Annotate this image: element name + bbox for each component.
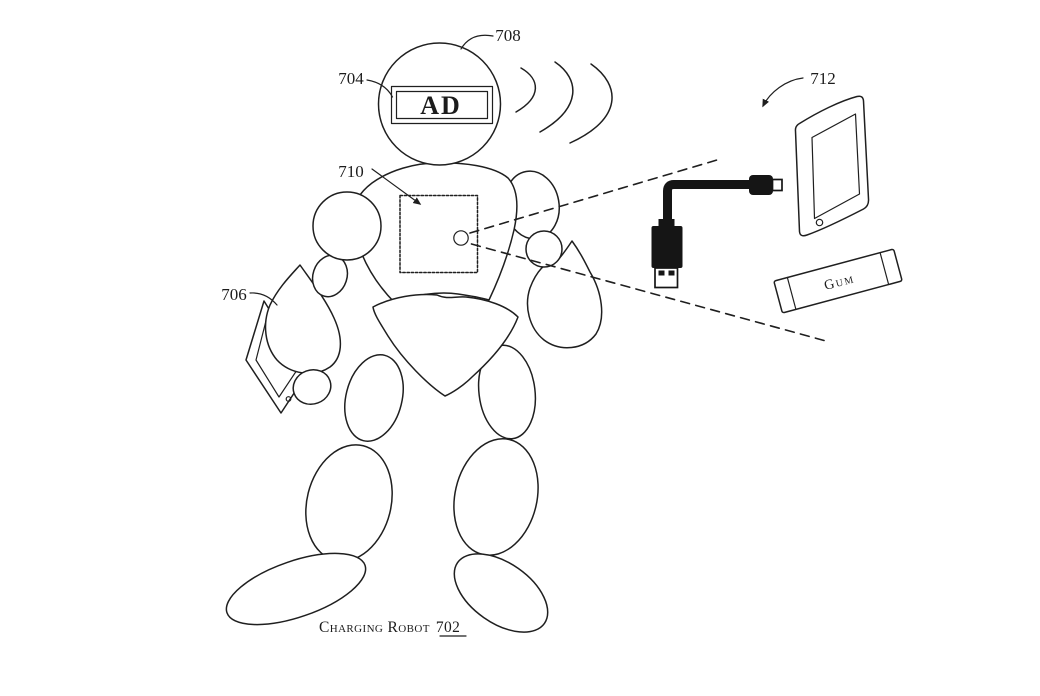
gum-pack-right-cap: [879, 252, 890, 286]
held-device-button: [285, 396, 292, 402]
figure-caption-title: Charging Robot: [319, 619, 430, 636]
micro-usb-tip: [771, 178, 783, 192]
ad-display-text: AD: [420, 91, 462, 120]
usb-a-contact-left: [658, 270, 665, 276]
micro-usb-connector-body: [749, 175, 773, 195]
magnifier-line-upper: [469, 159, 718, 234]
robot-left-foot: [225, 552, 367, 626]
ref-label-710: 710: [338, 162, 364, 181]
robot-right-wrist: [525, 230, 563, 268]
sound-wave-small: [515, 67, 537, 113]
robot-right-foot: [453, 553, 549, 633]
sound-wave-medium: [539, 61, 574, 133]
figure-caption: Charging Robot 702: [319, 619, 467, 637]
ref-label-704: 704: [338, 69, 364, 88]
figure-caption-text: Charging Robot 702: [319, 619, 460, 636]
usb-a-connector-body: [651, 226, 683, 268]
usb-a-contact-right: [668, 270, 675, 276]
charging-port: [453, 230, 469, 246]
robot-right-shin: [453, 438, 539, 556]
sound-wave-large: [569, 63, 613, 144]
ref-label-708: 708: [495, 26, 521, 45]
sound-waves: [515, 61, 613, 144]
mobile-device: [794, 95, 870, 237]
charging-panel: [399, 194, 479, 274]
leader-line-704: [366, 79, 394, 98]
ad-display-outer-frame: [390, 85, 494, 125]
leader-line-708: [460, 34, 494, 50]
usb-a-strain-relief: [658, 219, 675, 228]
reference-labels: 704 708 710 706 712: [221, 26, 836, 306]
ref-label-706: 706: [221, 285, 247, 304]
robot-left-thumb: [292, 369, 332, 405]
ad-display-inner-frame: [395, 90, 489, 120]
gum-pack: Gum: [773, 248, 903, 314]
gum-pack-left-cap: [786, 276, 797, 310]
usb-cable-cord: [663, 180, 750, 230]
leader-arrow-710: [371, 168, 422, 205]
gum-pack-body: [773, 248, 903, 314]
robot-left-shin: [305, 444, 393, 562]
leader-line-706: [249, 292, 278, 306]
mobile-device-home-button: [815, 218, 824, 227]
ref-label-712: 712: [810, 69, 836, 88]
leader-arrow-712: [762, 77, 804, 108]
mobile-device-screen: [811, 113, 861, 220]
robot-left-thigh: [344, 354, 404, 442]
magnifier-dashed-lines: [469, 159, 827, 342]
robot-left-shoulder: [312, 191, 382, 261]
robot-pelvis: [372, 293, 519, 397]
usb-cable: [651, 175, 783, 289]
figure-caption-ref: 702: [436, 619, 460, 636]
magnifier-line-lower: [470, 243, 827, 342]
